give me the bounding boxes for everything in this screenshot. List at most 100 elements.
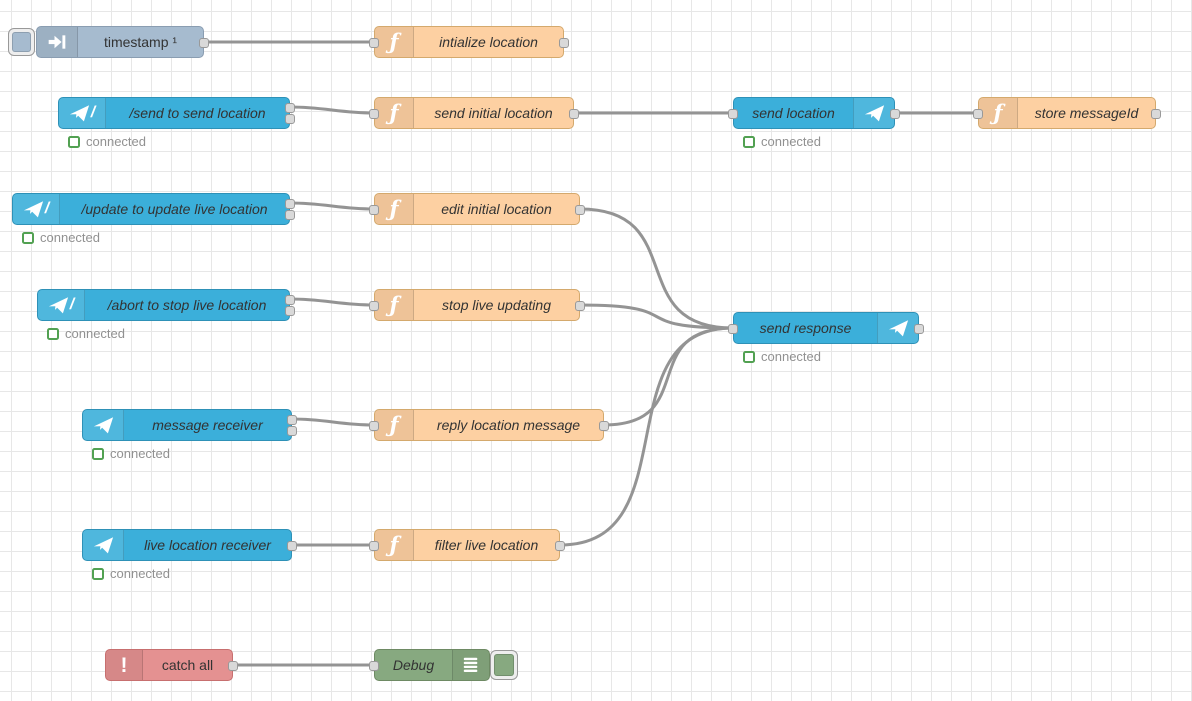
function-icon: ƒ	[375, 194, 414, 224]
input-port[interactable]	[369, 661, 379, 671]
wire[interactable]	[579, 207, 734, 330]
function-icon: ƒ	[375, 410, 414, 440]
output-port[interactable]	[559, 38, 569, 48]
status-badge: connected	[68, 134, 146, 149]
input-port[interactable]	[369, 301, 379, 311]
node-label: Debug	[392, 657, 435, 673]
input-port[interactable]	[728, 109, 738, 119]
node-tg-send-location[interactable]: send location	[728, 97, 900, 129]
telegram-plane-icon	[853, 98, 894, 128]
exclamation-icon: !	[106, 650, 143, 680]
output-port-1[interactable]	[285, 103, 295, 113]
node-debug[interactable]: Debug	[369, 649, 490, 681]
input-port[interactable]	[369, 541, 379, 551]
node-fn-store-messageid[interactable]: ƒ store messageId	[973, 97, 1161, 129]
telegram-plane-icon	[83, 410, 124, 440]
node-label: catch all	[161, 657, 214, 673]
function-icon: ƒ	[375, 27, 414, 57]
output-port-2[interactable]	[285, 210, 295, 220]
status-badge: connected	[743, 134, 821, 149]
output-port[interactable]	[575, 301, 585, 311]
output-port[interactable]	[287, 541, 297, 551]
node-fn-stop-live-updating[interactable]: ƒ stop live updating	[369, 289, 585, 321]
status-badge: connected	[92, 566, 170, 581]
output-port[interactable]	[914, 324, 924, 334]
node-label: live location receiver	[144, 537, 271, 553]
output-port[interactable]	[555, 541, 565, 551]
output-port[interactable]	[599, 421, 609, 431]
wire[interactable]	[289, 105, 375, 115]
input-port[interactable]	[369, 109, 379, 119]
output-port-2[interactable]	[285, 114, 295, 124]
debug-toggle-button[interactable]	[490, 650, 518, 680]
wire[interactable]	[291, 417, 375, 427]
node-label: filter live location	[434, 537, 539, 553]
status-text: connected	[86, 134, 146, 149]
telegram-command-icon: /	[59, 98, 106, 128]
output-port[interactable]	[1151, 109, 1161, 119]
function-icon: ƒ	[375, 98, 414, 128]
telegram-plane-icon	[877, 313, 918, 343]
node-cmd-update[interactable]: / /update to update live location	[12, 193, 295, 225]
function-icon: ƒ	[375, 290, 414, 320]
node-tg-send-response[interactable]: send response	[728, 312, 924, 344]
node-fn-initialize-location[interactable]: ƒ intialize location	[369, 26, 569, 58]
telegram-plane-icon	[83, 530, 124, 560]
node-inject-timestamp[interactable]: timestamp ¹	[36, 26, 209, 58]
node-label: reply location message	[436, 417, 581, 433]
output-port-1[interactable]	[285, 199, 295, 209]
status-text: connected	[40, 230, 100, 245]
output-port-2[interactable]	[285, 306, 295, 316]
node-cmd-send[interactable]: / /send to send location	[58, 97, 295, 129]
status-connected-icon	[743, 350, 755, 363]
status-text: connected	[761, 134, 821, 149]
node-fn-filter-live-location[interactable]: ƒ filter live location	[369, 529, 565, 561]
status-connected-icon	[92, 447, 104, 460]
output-port-1[interactable]	[287, 415, 297, 425]
node-label: /send to send location	[129, 105, 266, 121]
status-badge: connected	[743, 349, 821, 364]
input-port[interactable]	[728, 324, 738, 334]
input-port[interactable]	[973, 109, 983, 119]
status-connected-icon	[22, 231, 34, 244]
output-port[interactable]	[199, 38, 209, 48]
status-connected-icon	[92, 567, 104, 580]
status-text: connected	[110, 446, 170, 461]
output-port[interactable]	[569, 109, 579, 119]
output-port[interactable]	[575, 205, 585, 215]
output-port[interactable]	[890, 109, 900, 119]
output-port-2[interactable]	[287, 426, 297, 436]
wire[interactable]	[603, 326, 734, 427]
output-port[interactable]	[228, 661, 238, 671]
inject-trigger-button[interactable]	[8, 28, 35, 56]
function-icon: ƒ	[979, 98, 1018, 128]
node-fn-edit-initial-location[interactable]: ƒ edit initial location	[369, 193, 585, 225]
node-tg-live-location-receiver[interactable]: live location receiver	[82, 529, 297, 561]
node-fn-send-initial-location[interactable]: ƒ send initial location	[369, 97, 579, 129]
input-port[interactable]	[369, 205, 379, 215]
node-label: /update to update live location	[81, 201, 268, 217]
wire[interactable]	[289, 201, 375, 211]
wire[interactable]	[579, 303, 734, 330]
node-label: send initial location	[434, 105, 553, 121]
node-label: /abort to stop live location	[107, 297, 267, 313]
node-label: edit initial location	[441, 201, 552, 217]
node-label: store messageId	[1034, 105, 1139, 121]
node-cmd-abort[interactable]: / /abort to stop live location	[37, 289, 295, 321]
output-port-1[interactable]	[285, 295, 295, 305]
inject-trigger-fill	[12, 32, 31, 52]
wire[interactable]	[289, 297, 375, 307]
status-connected-icon	[743, 135, 755, 148]
input-port[interactable]	[369, 38, 379, 48]
node-catch-all[interactable]: ! catch all	[105, 649, 238, 681]
input-port[interactable]	[369, 421, 379, 431]
node-tg-message-receiver[interactable]: message receiver	[82, 409, 297, 441]
node-label: intialize location	[439, 34, 538, 50]
status-text: connected	[761, 349, 821, 364]
wire[interactable]	[559, 326, 734, 547]
status-text: connected	[110, 566, 170, 581]
node-fn-reply-location-message[interactable]: ƒ reply location message	[369, 409, 609, 441]
node-label: stop live updating	[442, 297, 551, 313]
